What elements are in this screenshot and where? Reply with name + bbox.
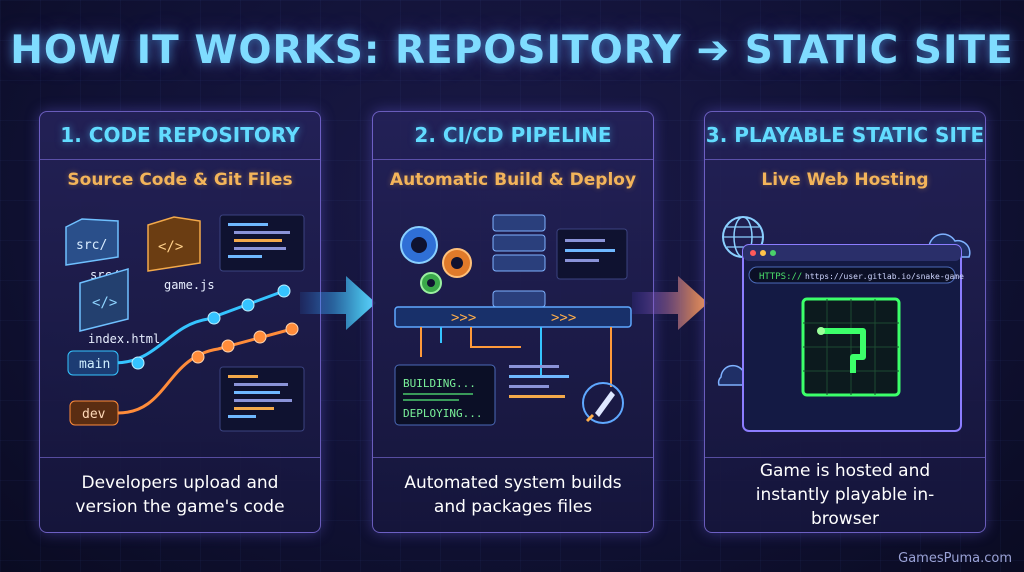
panel-caption: Game is hosted and instantly playable in…: [705, 457, 985, 532]
code-snippet-bottom: [219, 366, 305, 432]
code-snippet-top: [219, 214, 305, 272]
panel-playable-static-site: 3. PLAYABLE STATIC SITE Live Web Hosting…: [704, 111, 986, 533]
svg-text:>>>: >>>: [551, 310, 576, 326]
branch-main-tag: main: [67, 350, 119, 376]
panel-heading: 2. CI/CD PIPELINE: [373, 112, 653, 160]
deploying-status: DEPLOYING...: [403, 407, 482, 420]
panel-subheading: Live Web Hosting: [761, 170, 929, 190]
panel-subheading: Source Code & Git Files: [67, 170, 293, 190]
page-title: HOW IT WORKS: REPOSITORY ➔ STATIC SITE: [10, 28, 1014, 73]
browser-window: HTTPS:// https://user.gitlab.io/snake-ga…: [742, 244, 964, 432]
folder-label: src/: [76, 238, 107, 253]
svg-text:</>: </>: [92, 295, 117, 311]
panel-heading: 3. PLAYABLE STATIC SITE: [705, 112, 985, 160]
branch-dev-tag: dev: [69, 400, 119, 426]
flow-arrow-icon: [632, 276, 708, 330]
main-branch-line: [113, 289, 285, 365]
svg-text:dev: dev: [82, 407, 106, 422]
svg-text:>>>: >>>: [451, 310, 476, 326]
panel-heading: 1. CODE REPOSITORY: [40, 112, 320, 160]
snake-game-board: [801, 297, 901, 397]
server-stack-icon: [492, 214, 546, 308]
panel-caption: Developers upload and version the game's…: [40, 457, 320, 532]
panel-ci-cd-pipeline: 2. CI/CD PIPELINE Automatic Build & Depl…: [372, 111, 654, 533]
js-file-label: game.js: [164, 278, 215, 292]
dev-branch-line: [117, 327, 293, 415]
flow-arrow-icon: [300, 276, 376, 330]
log-lines: [509, 365, 569, 398]
https-label: HTTPS://: [759, 272, 802, 282]
svg-text:main: main: [79, 357, 110, 372]
repository-illustration: src/ src/ </> index.html </> game.js: [65, 214, 305, 432]
js-folder-icon: </>: [147, 216, 201, 272]
code-window-icon: [556, 228, 628, 280]
html-file-label: index.html: [88, 332, 160, 346]
panel-caption: Automated system builds and packages fil…: [373, 457, 653, 532]
building-status: BUILDING...: [403, 377, 476, 390]
panel-code-repository: 1. CODE REPOSITORY Source Code & Git Fil…: [39, 111, 321, 533]
panel-subheading: Automatic Build & Deploy: [389, 170, 637, 190]
html-file-icon: </>: [79, 268, 129, 332]
terminal-window: BUILDING... DEPLOYING...: [394, 364, 496, 426]
hosting-illustration: HTTPS:// https://user.gitlab.io/snake-ga…: [717, 216, 971, 432]
rocket-icon: [582, 382, 624, 424]
address-bar-url: https://user.gitlab.io/snake-game: [805, 272, 964, 281]
pipeline-illustration: >>> >>> BUILDING... DEPLOYING...: [394, 214, 632, 426]
folder-icon: src/: [65, 218, 119, 266]
svg-text:</>: </>: [158, 239, 183, 255]
pipeline-conveyor: >>> >>>: [394, 306, 632, 328]
gear-icon: [400, 226, 472, 294]
watermark: GamesPuma.com: [898, 551, 1012, 566]
